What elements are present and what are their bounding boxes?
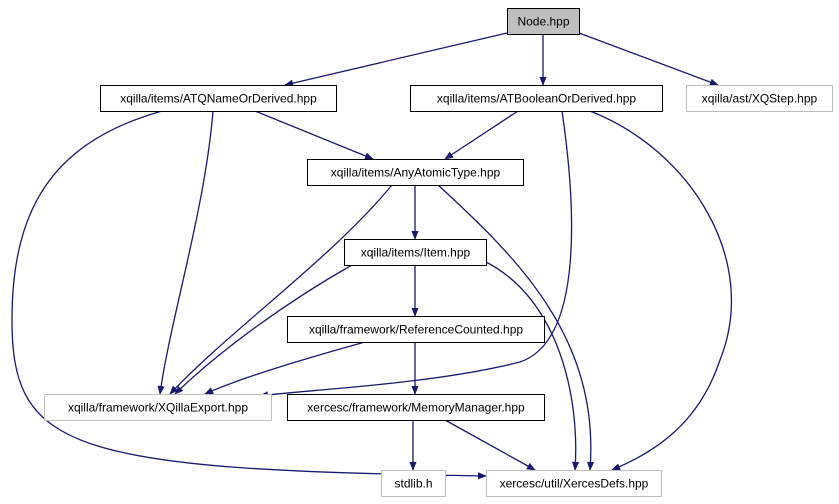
node-label: Node.hpp bbox=[517, 15, 569, 29]
edge-atbool-anyatomic bbox=[444, 110, 519, 160]
edge-node-xqstep bbox=[578, 32, 719, 86]
node-box bbox=[507, 8, 580, 35]
node-memmgr[interactable]: xercesc/framework/MemoryManager.hpp bbox=[287, 394, 545, 421]
node-box bbox=[486, 470, 662, 497]
edge-atqname-anyatomic bbox=[254, 110, 374, 160]
edge-atbool-xercesdefs bbox=[589, 110, 733, 471]
edges-layer bbox=[11, 32, 733, 480]
node-label: xercesc/framework/MemoryManager.hpp bbox=[307, 401, 525, 415]
edge-anyatomic-xercesdefs bbox=[437, 184, 595, 471]
node-box bbox=[44, 394, 272, 421]
node-label: xqilla/items/Item.hpp bbox=[361, 246, 471, 260]
edge-memmgr-xercesdefs bbox=[444, 419, 536, 471]
node-box bbox=[307, 159, 524, 186]
node-refcount[interactable]: xqilla/framework/ReferenceCounted.hpp bbox=[287, 316, 545, 343]
edge-anyatomic-xqillaexport bbox=[169, 184, 393, 395]
node-label: xqilla/items/AnyAtomicType.hpp bbox=[331, 166, 501, 180]
nodes-layer: Node.hpp xqilla/items/ATQNameOrDerived.hp… bbox=[44, 8, 833, 497]
edge-item-xercesdefs bbox=[485, 261, 580, 471]
node-label: xqilla/framework/ReferenceCounted.hpp bbox=[309, 323, 523, 337]
node-label: xqilla/items/ATBooleanOrDerived.hpp bbox=[437, 92, 637, 106]
edge-node-atqname bbox=[284, 32, 508, 87]
node-box bbox=[686, 85, 833, 112]
node-xqillaexport[interactable]: xqilla/framework/XQillaExport.hpp bbox=[44, 394, 272, 421]
node-box bbox=[344, 239, 487, 266]
node-label: xqilla/ast/XQStep.hpp bbox=[702, 92, 818, 106]
node-box bbox=[287, 316, 545, 343]
node-label: xqilla/items/ATQNameOrDerived.hpp bbox=[120, 92, 317, 106]
node-anyatomic[interactable]: xqilla/items/AnyAtomicType.hpp bbox=[307, 159, 524, 186]
node-box bbox=[381, 470, 446, 497]
node-xqstep[interactable]: xqilla/ast/XQStep.hpp bbox=[686, 85, 833, 112]
node-node: Node.hpp bbox=[507, 8, 580, 35]
edge-refcount-xqillaexport bbox=[204, 341, 366, 395]
node-atqname[interactable]: xqilla/items/ATQNameOrDerived.hpp bbox=[100, 85, 337, 112]
node-item[interactable]: xqilla/items/Item.hpp bbox=[344, 239, 487, 266]
node-label: xercesc/util/XercesDefs.hpp bbox=[500, 477, 649, 491]
node-box bbox=[100, 85, 337, 112]
edge-item-xqillaexport bbox=[174, 264, 353, 395]
node-label: xqilla/framework/XQillaExport.hpp bbox=[68, 401, 248, 415]
edge-atqname-xercesdefs bbox=[11, 110, 487, 480]
node-label: stdlib.h bbox=[394, 477, 432, 491]
node-box bbox=[410, 85, 663, 112]
edge-atbool-xqillaexport bbox=[259, 110, 573, 399]
edge-atqname-xqillaexport bbox=[157, 110, 214, 395]
node-xercesdefs[interactable]: xercesc/util/XercesDefs.hpp bbox=[486, 470, 662, 497]
node-atbool[interactable]: xqilla/items/ATBooleanOrDerived.hpp bbox=[410, 85, 663, 112]
node-stdlib[interactable]: stdlib.h bbox=[381, 470, 446, 497]
node-box bbox=[287, 394, 545, 421]
